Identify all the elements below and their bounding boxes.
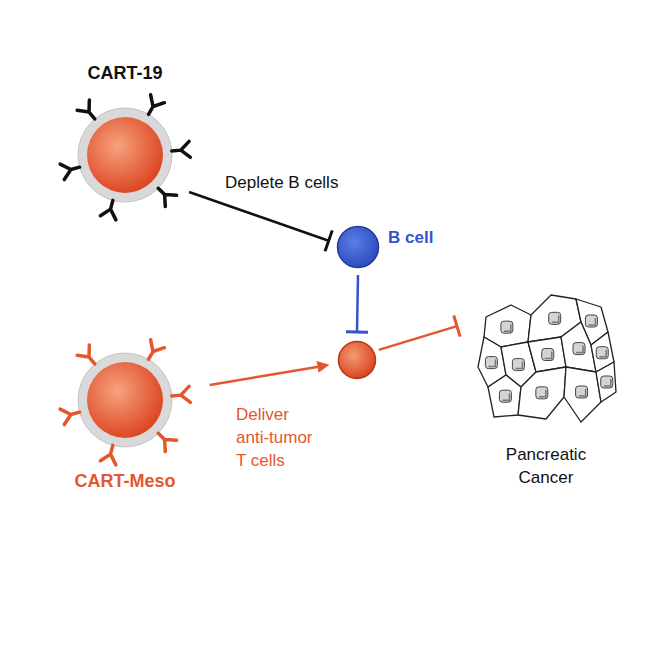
car-receptor	[149, 95, 165, 115]
connector-line	[189, 192, 329, 241]
nucleus	[573, 343, 585, 355]
nucleus	[585, 315, 597, 327]
nucleus	[499, 390, 511, 402]
cart-shape	[55, 330, 195, 470]
car-receptor	[172, 386, 191, 402]
connector-line	[357, 275, 358, 332]
tumor-cluster: Pancreatic Cancer	[476, 282, 616, 427]
nucleus-shade	[552, 315, 559, 322]
car-receptor	[77, 100, 95, 119]
nucleus-shade	[599, 350, 606, 357]
cell-body	[339, 342, 376, 379]
nucleus	[596, 347, 608, 359]
nucleus-shade	[504, 324, 511, 331]
nucleus-shade	[515, 362, 522, 369]
car-t-cell: CART-Meso	[55, 330, 195, 470]
nucleus-shade	[588, 318, 595, 325]
nucleus	[501, 321, 513, 333]
car-t-cell: CART-19	[55, 85, 195, 225]
connector	[379, 316, 460, 350]
edge-label: Deliver anti-tumor T cells	[236, 403, 322, 472]
connector-line	[379, 326, 457, 350]
connector	[346, 275, 368, 332]
dot-shape	[336, 225, 380, 269]
connector-line	[210, 366, 320, 385]
tumor-cell	[596, 362, 616, 402]
t-cell	[337, 340, 377, 380]
tumor-cell	[488, 375, 521, 417]
cell-core	[87, 117, 163, 193]
nucleus-shade	[539, 390, 546, 397]
b-cell: B cell	[336, 225, 380, 269]
cell-title: CART-19	[87, 62, 162, 85]
car-receptor	[60, 164, 79, 179]
cart-shape	[55, 85, 195, 225]
nucleus-shade	[604, 379, 611, 386]
cell-title: CART-Meso	[74, 470, 175, 493]
connector	[189, 192, 332, 251]
connector	[210, 361, 330, 385]
nucleus	[485, 357, 497, 369]
nucleus	[536, 387, 548, 399]
inhibition-bar	[454, 316, 460, 337]
tumor-cell	[528, 337, 566, 372]
nucleus	[576, 386, 588, 398]
car-receptor	[77, 345, 95, 364]
nucleus	[512, 359, 524, 371]
car-receptor	[149, 340, 165, 360]
tumor-cell	[564, 367, 601, 422]
inhibition-bar	[325, 230, 332, 251]
tumor-label: Pancreatic Cancer	[490, 443, 602, 489]
arrowhead	[317, 361, 330, 373]
nucleus	[542, 349, 554, 361]
inhibition-bar	[346, 330, 368, 333]
cell-body	[338, 227, 379, 268]
tumor-cell	[518, 367, 566, 419]
cell-core	[87, 362, 163, 438]
car-receptor	[158, 433, 176, 451]
car-receptor	[100, 445, 115, 464]
nucleus-shade	[545, 352, 552, 359]
cell-label: B cell	[388, 226, 433, 249]
car-receptor	[172, 141, 191, 157]
cluster-shape	[476, 282, 616, 427]
car-receptor	[100, 200, 115, 219]
car-receptor	[60, 409, 79, 424]
nucleus	[549, 312, 561, 324]
nucleus-shade	[576, 346, 583, 353]
nucleus-shade	[579, 389, 586, 396]
nucleus-shade	[488, 360, 495, 367]
car-receptor	[158, 188, 176, 206]
dot-shape	[337, 340, 377, 380]
edge-label: Deplete B cells	[225, 171, 338, 194]
nucleus	[601, 376, 613, 388]
nucleus-shade	[502, 393, 509, 400]
